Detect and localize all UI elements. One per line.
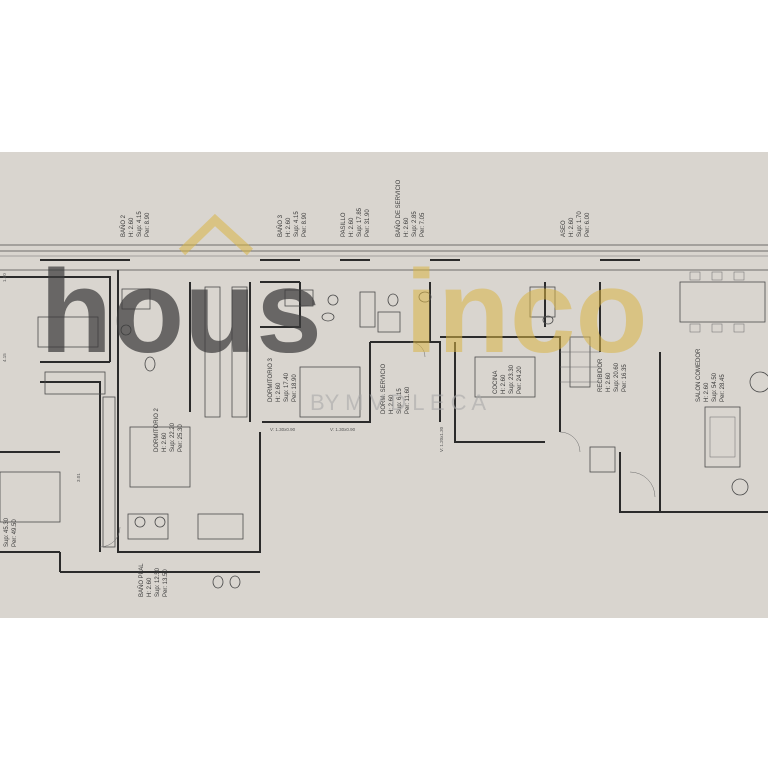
svg-text:Sup: 45.30: Sup: 45.30 bbox=[4, 517, 10, 547]
room-label-pasillo: PASILLO H: 2.60 Sup: 17.85 Per: 31.90 bbox=[341, 207, 371, 237]
svg-text:Sup: 1.70: Sup: 1.70 bbox=[577, 211, 583, 237]
svg-text:Sup: 6.15: Sup: 6.15 bbox=[397, 388, 403, 414]
svg-text:Sup: 4.15: Sup: 4.15 bbox=[294, 211, 300, 237]
watermark-brand-dark: hous bbox=[40, 246, 322, 378]
room-label-cocina: COCINA H: 2.60 Sup: 23.30 Per: 24.20 bbox=[493, 364, 523, 394]
svg-text:H: 2.60: H: 2.60 bbox=[129, 217, 135, 237]
svg-text:Per: 49.50: Per: 49.50 bbox=[12, 519, 18, 547]
svg-text:H: 2.60: H: 2.60 bbox=[404, 217, 410, 237]
svg-text:Per: 8.90: Per: 8.90 bbox=[302, 212, 308, 237]
svg-text:H: 2.60: H: 2.60 bbox=[147, 577, 153, 597]
dim-window-1: V: 1.30x0.90 bbox=[270, 427, 296, 432]
watermark-tagline: BY M V D L E C A bbox=[310, 390, 486, 415]
roof-logo-icon bbox=[178, 213, 254, 256]
svg-text:BAÑO 3: BAÑO 3 bbox=[277, 214, 284, 237]
doors bbox=[99, 341, 656, 548]
svg-text:ASEO: ASEO bbox=[561, 220, 567, 237]
svg-text:H: 2.60: H: 2.60 bbox=[286, 217, 292, 237]
svg-text:Per: 24.20: Per: 24.20 bbox=[517, 366, 523, 394]
svg-text:H: 2.60: H: 2.60 bbox=[389, 394, 395, 414]
svg-text:Sup: 23.30: Sup: 23.30 bbox=[509, 364, 515, 394]
svg-text:COCINA: COCINA bbox=[493, 371, 499, 394]
room-label-bano2: BAÑO 2 H: 2.60 Sup: 4.15 Per: 8.90 bbox=[120, 211, 151, 237]
room-label-dorm-servicio: DORM. SERVICIO H: 2.60 Sup: 6.15 Per: 11… bbox=[381, 363, 411, 414]
svg-text:Per: 16.35: Per: 16.35 bbox=[622, 364, 628, 392]
svg-text:Per: 28.45: Per: 28.45 bbox=[720, 374, 726, 402]
svg-text:H: 2.60: H: 2.60 bbox=[349, 217, 355, 237]
room-label-aseo: ASEO H: 2.60 Sup: 1.70 Per: 6.00 bbox=[561, 211, 591, 237]
svg-text:Per: 6.00: Per: 6.00 bbox=[585, 212, 591, 237]
room-label-bano-servicio: BAÑO DE SERVICIO H: 2.60 Sup: 2.85 Per: … bbox=[395, 179, 426, 237]
dim-180: 1.80 bbox=[2, 273, 7, 282]
room-label-dormitorio2: DORMITORIO 2 H: 2.60 Sup: 22.20 Per: 25.… bbox=[154, 407, 184, 452]
svg-text:Sup: 17.40: Sup: 17.40 bbox=[284, 372, 290, 402]
dimension-labels: V: 1.30x0.90 V: 1.30x0.90 V: 1.20x1.30 4… bbox=[2, 273, 444, 482]
svg-text:DORMITORIO 2: DORMITORIO 2 bbox=[154, 407, 160, 452]
watermark-brand-accent: inco bbox=[405, 246, 648, 378]
svg-text:Sup: 4.15: Sup: 4.15 bbox=[137, 211, 143, 237]
room-label-bano-ppal: BAÑO PPAL H: 2.60 Sup: 12.50 Per: 13.50 bbox=[138, 563, 169, 597]
svg-text:RECIBIDOR: RECIBIDOR bbox=[598, 358, 604, 392]
svg-text:Per: 7.05: Per: 7.05 bbox=[420, 212, 426, 237]
room-label-bano3: BAÑO 3 H: 2.60 Sup: 4.15 Per: 8.90 bbox=[277, 211, 308, 237]
svg-text:BAÑO DE SERVICIO: BAÑO DE SERVICIO bbox=[395, 179, 402, 237]
room-label-salon-comedor: SALON COMEDOR H: 2.60 Sup: 54.50 Per: 28… bbox=[696, 348, 726, 402]
svg-text:SALON COMEDOR: SALON COMEDOR bbox=[696, 348, 702, 402]
floor-plan-sheet: BAÑO 2 H: 2.60 Sup: 4.15 Per: 8.90 BAÑO … bbox=[0, 152, 768, 618]
housinco-watermark: hous inco BY M V D L E C A bbox=[40, 213, 648, 415]
svg-text:Sup: 12.50: Sup: 12.50 bbox=[155, 567, 161, 597]
room-label-dormitorio3: DORMITORIO 3 H: 2.60 Sup: 17.40 Per: 18.… bbox=[268, 357, 298, 402]
svg-text:H: 2.60: H: 2.60 bbox=[704, 382, 710, 402]
facade-lines bbox=[0, 244, 768, 271]
svg-text:Sup: 2.85: Sup: 2.85 bbox=[412, 211, 418, 237]
svg-text:H: 2.60: H: 2.60 bbox=[276, 382, 282, 402]
svg-text:Per: 18.90: Per: 18.90 bbox=[292, 374, 298, 402]
svg-text:Per: 11.60: Per: 11.60 bbox=[405, 386, 411, 414]
svg-text:BAÑO 2: BAÑO 2 bbox=[120, 214, 127, 237]
svg-text:PASILLO: PASILLO bbox=[341, 212, 347, 237]
svg-text:DORMITORIO 3: DORMITORIO 3 bbox=[268, 357, 274, 402]
svg-text:Sup: 17.85: Sup: 17.85 bbox=[357, 207, 363, 237]
room-label-left: Sup: 45.30 Per: 49.50 bbox=[4, 517, 18, 547]
room-label-recibidor: RECIBIDOR H: 2.60 Sup: 20.60 Per: 16.35 bbox=[598, 358, 628, 392]
svg-text:Sup: 22.20: Sup: 22.20 bbox=[170, 422, 176, 452]
svg-text:Per: 13.50: Per: 13.50 bbox=[163, 569, 169, 597]
dim-window-3: V: 1.20x1.30 bbox=[439, 426, 444, 452]
furniture bbox=[0, 271, 768, 523]
svg-text:Per: 8.90: Per: 8.90 bbox=[145, 212, 151, 237]
svg-text:H: 2.60: H: 2.60 bbox=[569, 217, 575, 237]
dim-301: 3.01 bbox=[76, 473, 81, 482]
dim-415: 4.15 bbox=[2, 353, 7, 362]
fixtures bbox=[120, 286, 556, 589]
dim-window-2: V: 1.30x0.90 bbox=[330, 427, 356, 432]
svg-text:H: 2.60: H: 2.60 bbox=[501, 374, 507, 394]
svg-text:H: 2.60: H: 2.60 bbox=[162, 432, 168, 452]
floor-plan-drawing: BAÑO 2 H: 2.60 Sup: 4.15 Per: 8.90 BAÑO … bbox=[0, 179, 768, 597]
svg-text:H: 2.60: H: 2.60 bbox=[606, 372, 612, 392]
svg-text:BAÑO PPAL: BAÑO PPAL bbox=[138, 563, 145, 597]
svg-text:Sup: 54.50: Sup: 54.50 bbox=[712, 372, 718, 402]
svg-text:Per: 25.30: Per: 25.30 bbox=[178, 424, 184, 452]
svg-text:Per: 31.90: Per: 31.90 bbox=[365, 209, 371, 237]
svg-text:Sup: 20.60: Sup: 20.60 bbox=[614, 362, 620, 392]
closets bbox=[102, 286, 616, 548]
walls bbox=[0, 270, 768, 573]
svg-text:DORM. SERVICIO: DORM. SERVICIO bbox=[381, 363, 387, 414]
